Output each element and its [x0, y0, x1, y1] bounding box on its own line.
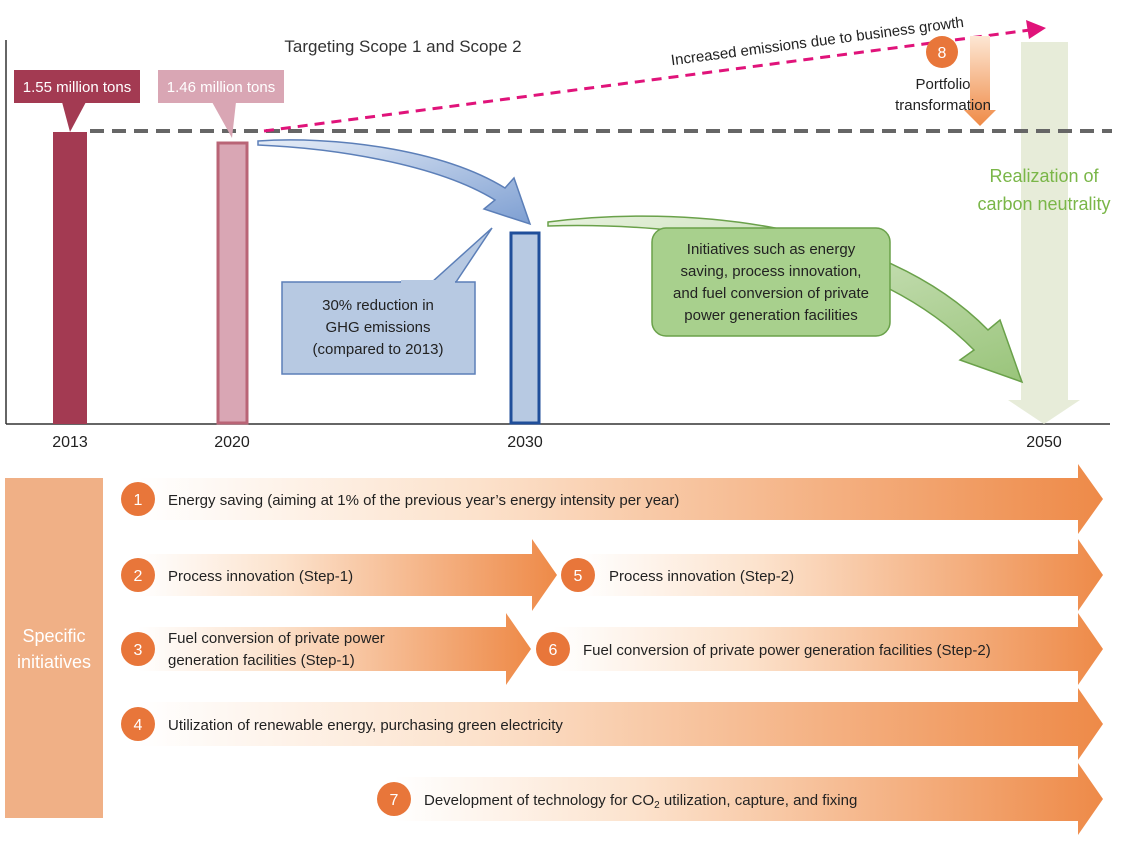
green-initiatives-box: Initiatives such as energy saving, proce…	[651, 227, 891, 337]
green-line3: and fuel conversion of private	[673, 285, 869, 302]
year-label-2013: 2013	[52, 434, 88, 451]
growth-arrow-line	[263, 28, 1031, 133]
portfolio-number-circle	[926, 36, 958, 68]
initiative-7-label-subscript: 2	[654, 800, 660, 811]
initiative-7-label: Development of technology for CO2 utiliz…	[424, 792, 857, 811]
diagram-title: Targeting Scope 1 and Scope 2	[284, 37, 521, 56]
initiative-1-number: 1	[134, 492, 143, 509]
reduction-line2: GHG emissions	[325, 319, 430, 336]
initiative-7-number: 7	[390, 792, 399, 809]
initiative-2-number-circle	[121, 558, 155, 592]
green-line2: saving, process innovation,	[681, 263, 862, 280]
green-line4: power generation facilities	[684, 307, 857, 324]
portfolio-line2: transformation	[895, 97, 991, 114]
initiative-1: 1 Energy saving (aiming at 1% of the pre…	[121, 464, 1103, 534]
initiative-6-number: 6	[549, 642, 558, 659]
specific-initiatives-panel	[5, 478, 103, 818]
initiative-2: 2 Process innovation (Step-1)	[121, 539, 557, 611]
neutrality-line2: carbon neutrality	[977, 194, 1110, 214]
portfolio-arrow	[964, 36, 996, 126]
reduction-line1: 30% reduction in	[322, 297, 434, 314]
bar-2020	[216, 141, 249, 425]
year-label-2020: 2020	[214, 434, 250, 451]
callout-2013: 1.55 million tons	[14, 70, 140, 132]
growth-arrow-head	[1026, 20, 1046, 39]
initiative-3: 3 Fuel conversion of private power gener…	[121, 613, 531, 685]
portfolio-line1: Portfolio	[915, 76, 970, 93]
initiative-7-label-end: utilization, capture, and fixing	[660, 792, 858, 809]
reduction-arrow	[257, 139, 532, 226]
initiative-3-number-circle	[121, 632, 155, 666]
year-label-2030: 2030	[507, 434, 543, 451]
callout-2020-label: 1.46 million tons	[167, 79, 275, 96]
initiative-6-label: Fuel conversion of private power generat…	[583, 642, 991, 659]
bar-2013	[53, 132, 87, 424]
bar-2030	[509, 231, 541, 425]
initiative-4-label: Utilization of renewable energy, purchas…	[168, 717, 563, 734]
initiative-2-label: Process innovation (Step-1)	[168, 568, 353, 585]
initiative-7-number-circle	[377, 782, 411, 816]
initiative-5-number-circle	[561, 558, 595, 592]
initiative-3-number: 3	[134, 642, 143, 659]
growth-label: Increased emissions due to business grow…	[670, 14, 965, 69]
initiative-3-label-line2: generation facilities (Step-1)	[168, 652, 355, 669]
initiative-5: 5 Process innovation (Step-2)	[561, 539, 1103, 611]
year-label-2050: 2050	[1026, 434, 1062, 451]
initiative-7: 7 Development of technology for CO2 util…	[377, 763, 1103, 835]
initiative-4: 4 Utilization of renewable energy, purch…	[121, 688, 1103, 760]
callout-2020: 1.46 million tons	[158, 70, 284, 138]
side-label-line1: Specific	[22, 626, 85, 646]
initiative-6: 6 Fuel conversion of private power gener…	[536, 613, 1103, 685]
initiative-2-number: 2	[134, 568, 143, 585]
reduction-line3: (compared to 2013)	[313, 341, 444, 358]
initiative-1-label: Energy saving (aiming at 1% of the previ…	[168, 492, 679, 509]
portfolio-transformation: 8 Portfolio transformation	[895, 36, 996, 126]
callout-2013-label: 1.55 million tons	[23, 79, 131, 96]
initiative-5-number: 5	[574, 568, 583, 585]
neutrality-line1: Realization of	[989, 166, 1099, 186]
neutrality-arrow	[1008, 42, 1080, 424]
initiative-4-number-circle	[121, 707, 155, 741]
reduction-callout: 30% reduction in GHG emissions (compared…	[281, 227, 493, 375]
portfolio-number: 8	[938, 45, 947, 62]
initiative-3-label-line1: Fuel conversion of private power	[168, 630, 385, 647]
initiative-6-number-circle	[536, 632, 570, 666]
initiative-5-label: Process innovation (Step-2)	[609, 568, 794, 585]
green-line1: Initiatives such as energy	[687, 241, 856, 258]
side-label-line2: initiatives	[17, 652, 91, 672]
initiative-1-number-circle	[121, 482, 155, 516]
initiative-4-number: 4	[134, 717, 143, 734]
initiative-7-label-start: Development of technology for CO	[424, 792, 654, 809]
